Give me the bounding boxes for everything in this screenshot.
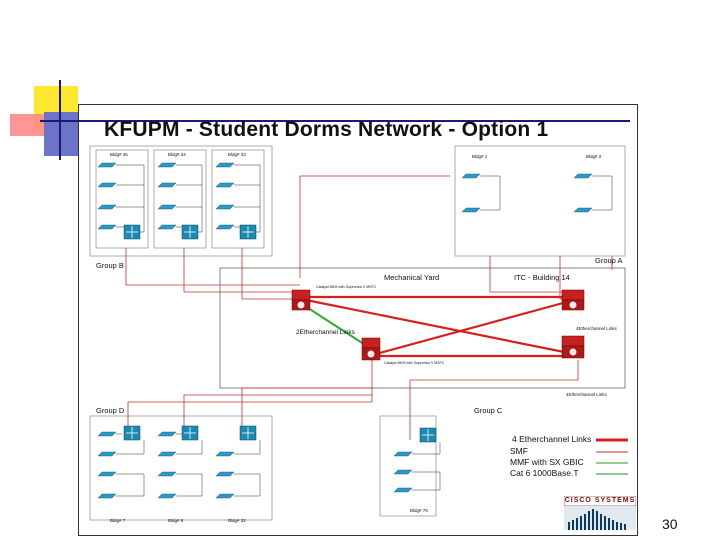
core-switch-itc-bottom — [561, 335, 585, 359]
legend-item-label: Cat 6 1000Base.T — [510, 468, 579, 478]
building-label-d-mid: Bldg# 8 — [168, 518, 184, 523]
group-c-building-box — [379, 415, 437, 517]
group-a-building-box — [454, 145, 626, 257]
group-c-label: Group C — [474, 406, 503, 415]
building-label-c: Bldg# 78 — [410, 508, 428, 513]
distribution-switch-marks — [126, 226, 434, 441]
page-number: 30 — [662, 516, 678, 532]
access-switches — [97, 162, 593, 499]
etherchannel-4-label: 4Etherchannel Links — [576, 326, 618, 331]
itc-building-label: ITC - Building 14 — [514, 273, 570, 282]
building-label-a-right: Bldg# 2 — [586, 154, 602, 159]
switch-note-bottom: Catalyst 6509 with Supervisor II MSFC — [384, 361, 445, 365]
decorative-vertical-line — [59, 80, 61, 160]
slide-title: KFUPM - Student Dorms Network - Option 1 — [104, 118, 549, 141]
decorative-horizontal-line — [40, 120, 630, 122]
core-frame — [219, 267, 626, 389]
cisco-logo-text: CISCO SYSTEMS — [564, 497, 636, 504]
switch-note-top: Catalyst 6509 with Supervisor II MSFC — [316, 285, 377, 289]
distribution-switches — [123, 224, 437, 443]
etherchannel-2-label: 2Etherchannel Links — [296, 329, 356, 336]
core-switch-mechanical-bottom — [361, 337, 381, 361]
core-switch-itc-top — [561, 289, 585, 311]
building-label-a-left: Bldg# 1 — [472, 154, 488, 159]
building-label-b-left: Bldg# 35 — [110, 152, 128, 157]
legend-item-label: MMF with SX GBIC — [510, 457, 584, 467]
mechanical-yard-label: Mechanical Yard — [384, 273, 439, 282]
building-label-d-right: Bldg# 32 — [228, 518, 246, 523]
cisco-logo-graphic — [563, 495, 637, 530]
building-label-b-right: Bldg# 33 — [228, 152, 246, 157]
group-d-label: Group D — [96, 406, 125, 415]
group-b-label: Group B — [96, 261, 124, 270]
etherchannel-links — [305, 295, 575, 358]
core-switch-mechanical-top — [291, 289, 311, 311]
access-links — [116, 164, 613, 497]
group-d-building-box — [89, 415, 273, 521]
smf-links — [125, 175, 613, 440]
group-a-label: Group A — [595, 256, 623, 265]
building-label-d-left: Bldg# 7 — [110, 518, 126, 523]
building-label-b-mid: Bldg# 34 — [168, 152, 186, 157]
decorative-blue-square — [44, 112, 78, 156]
etherchannel-4b-label: 4Etherchannel Links — [566, 392, 608, 397]
legend-item-label: 4 Etherchannel Links — [512, 434, 591, 444]
mmf-link — [307, 307, 371, 349]
cisco-logo — [563, 495, 637, 530]
group-b-building-box — [89, 145, 273, 257]
legend-item-label: SMF — [510, 446, 528, 456]
